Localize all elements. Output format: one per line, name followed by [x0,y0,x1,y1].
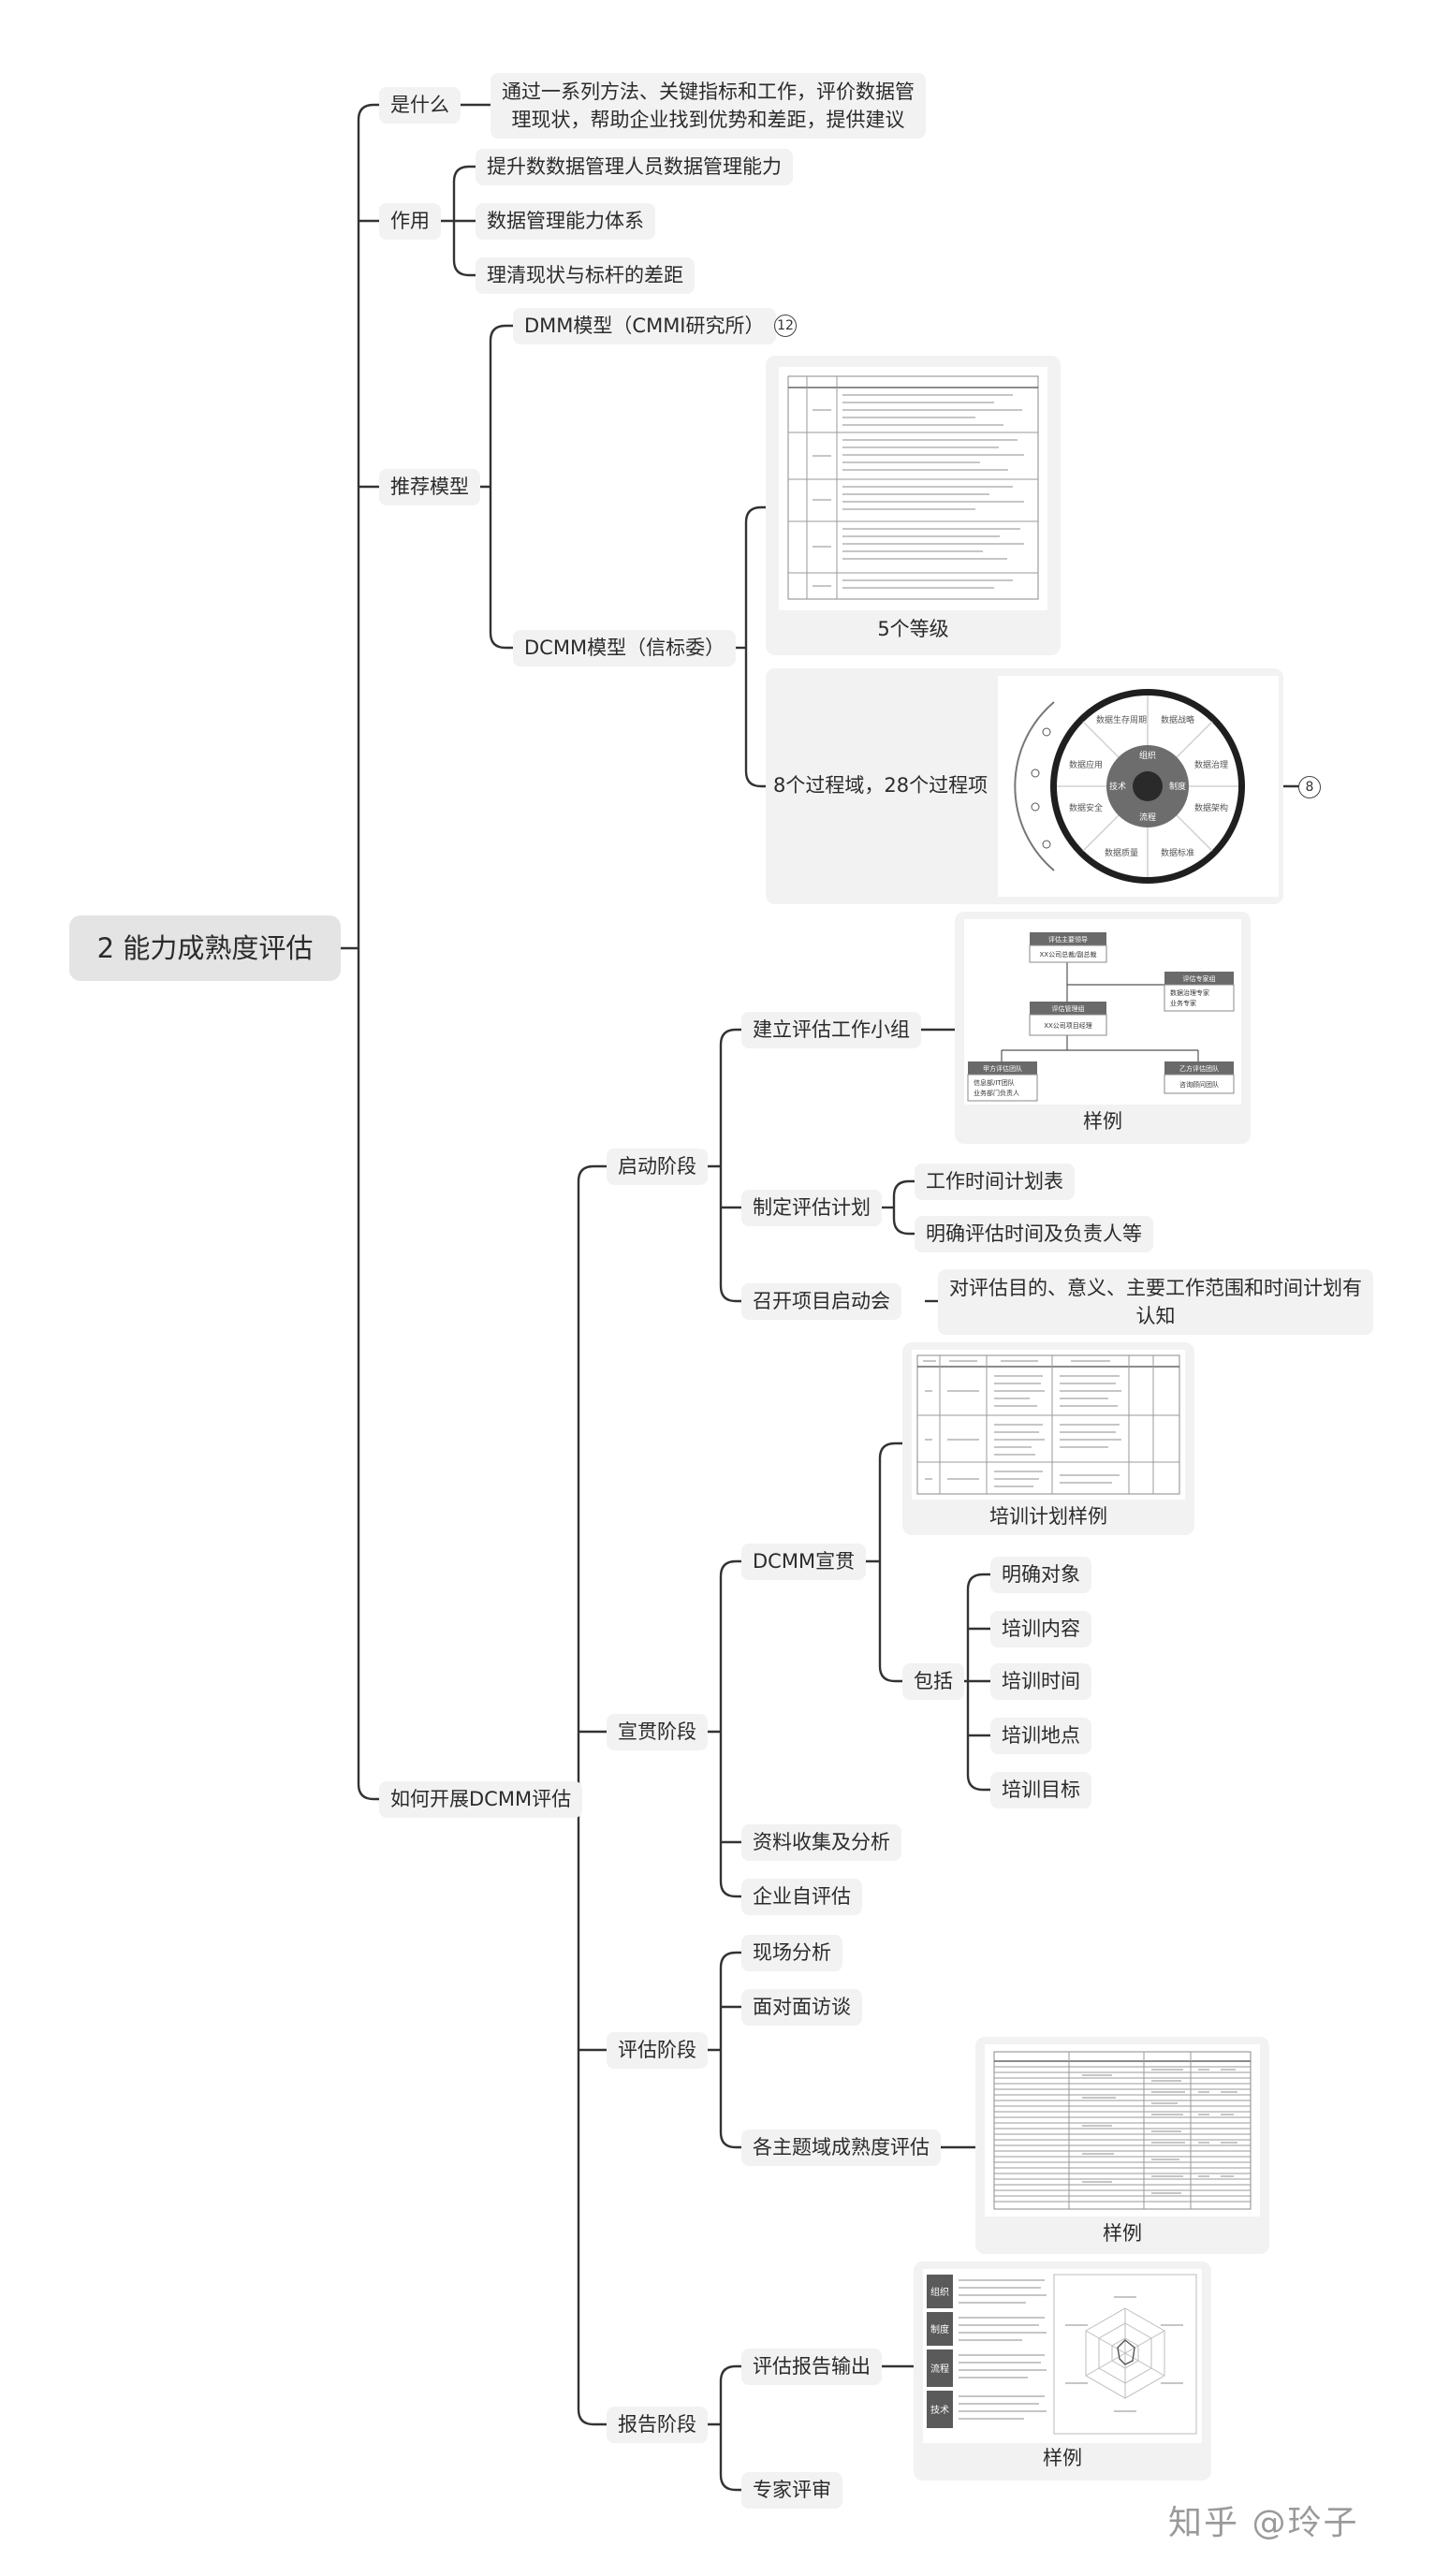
team-sample-card[interactable]: 评估主要领导 XX公司总裁/副总裁 评估管理组 XX公司项目经理 评估专家组 数… [955,912,1251,1144]
stage-promote[interactable]: 宣贯阶段 [607,1714,708,1750]
org-box-item: 业务专家 [1170,999,1196,1007]
report-output[interactable]: 评估报告输出 [741,2349,882,2385]
wheel-core-label: 组织 [1139,750,1156,761]
topic-role[interactable]: 作用 [379,203,441,240]
domain-eval-card[interactable]: 样例 [975,2037,1269,2254]
include-item[interactable]: 培训时间 [990,1663,1091,1700]
promote-dcmm[interactable]: DCMM宣贯 [741,1544,867,1580]
domains-label: 8个过程域，28个过程项 [773,774,988,797]
org-box-item: 数据治理专家 [1170,988,1209,997]
domains-count-badge[interactable]: 8 [1298,776,1321,798]
include-item[interactable]: 明确对象 [990,1557,1091,1593]
model-dmm[interactable]: DMM模型（CMMI研究所） [513,308,776,344]
team-org-chart-thumbnail: 评估主要领导 XX公司总裁/副总裁 评估管理组 XX公司项目经理 评估专家组 数… [964,919,1241,1105]
root-topic[interactable]: 2 能力成熟度评估 [69,915,341,981]
training-plan-table-thumbnail [912,1350,1185,1500]
report-sample-caption: 样例 [1043,2447,1082,2469]
org-box-body: XX公司项目经理 [1044,1021,1092,1030]
wheel-domain-label: 数据应用 [1069,759,1103,770]
org-box-title: 评估专家组 [1183,974,1216,983]
dcmm-wheel-diagram: 数据生存周期 数据战略 数据治理 数据架构 数据标准 数据质量 数据安全 数据应… [998,676,1279,897]
levels-caption: 5个等级 [877,618,949,640]
plan-item[interactable]: 工作时间计划表 [915,1164,1075,1200]
topic-what[interactable]: 是什么 [379,87,461,124]
model-dcmm[interactable]: DCMM模型（信标委） [513,630,737,666]
levels-card[interactable]: 5个等级 [766,356,1061,655]
promote-collect[interactable]: 资料收集及分析 [741,1824,901,1861]
domains-card[interactable]: 8个过程域，28个过程项 数据生存周期 数据战略 数据治理 数据架构 [766,668,1283,904]
wheel-core-label: 流程 [1139,812,1156,823]
wheel-domain-label: 数据标准 [1161,847,1194,858]
domain-eval-caption: 样例 [1103,2222,1142,2245]
org-box-title: 甲方评估团队 [983,1064,1022,1073]
org-box-item: 信息部/IT团队 [974,1078,1015,1087]
role-item[interactable]: 理清现状与标杆的差距 [476,257,695,294]
training-plan-card[interactable]: 培训计划样例 [902,1342,1194,1535]
wheel-domain-label: 数据安全 [1069,802,1103,813]
wheel-domain-label: 数据架构 [1194,802,1228,813]
report-sample-thumbnail: 组织 制度 流程 技术 [923,2269,1202,2443]
stage-report[interactable]: 报告阶段 [607,2407,708,2443]
include-item[interactable]: 培训内容 [990,1611,1091,1647]
team-sample-caption: 样例 [1083,1110,1122,1133]
levels-table-thumbnail [779,367,1047,610]
wheel-core-label: 制度 [1169,781,1186,792]
plan-item[interactable]: 明确评估时间及负责人等 [915,1216,1153,1252]
include-item[interactable]: 培训目标 [990,1772,1091,1808]
dmm-count-badge[interactable]: 12 [774,315,797,337]
watermark: 知乎 @玲子 [1168,2504,1359,2542]
wheel-core-label: 技术 [1109,781,1126,792]
wheel-domain-label: 数据治理 [1194,759,1228,770]
report-tag: 制度 [930,2323,949,2335]
topic-howto[interactable]: 如何开展DCMM评估 [379,1781,583,1818]
org-box-title: 评估主要领导 [1048,935,1088,944]
org-box-title: 乙方评估团队 [1179,1064,1219,1073]
what-description[interactable]: 通过一系列方法、关键指标和工作，评价数据管 理现状，帮助企业找到优势和差距，提供… [491,73,926,139]
include-item[interactable]: 培训地点 [990,1718,1091,1754]
org-box-body: XX公司总裁/副总裁 [1040,950,1097,959]
report-tag: 组织 [930,2286,949,2298]
promote-self-assess[interactable]: 企业自评估 [741,1879,862,1915]
report-tag: 技术 [930,2404,949,2416]
topic-models[interactable]: 推荐模型 [379,469,480,505]
org-box-title: 评估管理组 [1052,1004,1085,1013]
wheel-domain-label: 数据质量 [1105,847,1138,858]
assess-item[interactable]: 面对面访谈 [741,1989,862,2026]
role-item[interactable]: 提升数数据管理人员数据管理能力 [476,149,793,185]
stage-assess[interactable]: 评估阶段 [607,2032,708,2069]
role-item[interactable]: 数据管理能力体系 [476,203,655,240]
report-sample-card[interactable]: 组织 制度 流程 技术 [914,2261,1211,2481]
assess-domain-eval[interactable]: 各主题域成熟度评估 [741,2130,941,2166]
start-kickoff[interactable]: 召开项目启动会 [741,1283,901,1320]
kickoff-description[interactable]: 对评估目的、意义、主要工作范围和时间计划有 认知 [938,1269,1373,1335]
wheel-domain-label: 数据生存周期 [1096,714,1147,725]
org-box-item: 业务部门负责人 [974,1089,1019,1097]
domain-eval-table-thumbnail [985,2044,1260,2217]
promote-include[interactable]: 包括 [902,1663,964,1700]
wheel-domain-label: 数据战略 [1161,714,1194,725]
assess-item[interactable]: 现场分析 [741,1935,842,1971]
start-plan[interactable]: 制定评估计划 [741,1190,882,1226]
stage-start[interactable]: 启动阶段 [607,1149,708,1185]
training-plan-caption: 培训计划样例 [989,1505,1107,1528]
start-team[interactable]: 建立评估工作小组 [741,1012,921,1048]
report-tag: 流程 [930,2363,949,2375]
org-box-body: 咨询顾问团队 [1179,1080,1219,1089]
report-review[interactable]: 专家评审 [741,2472,842,2509]
